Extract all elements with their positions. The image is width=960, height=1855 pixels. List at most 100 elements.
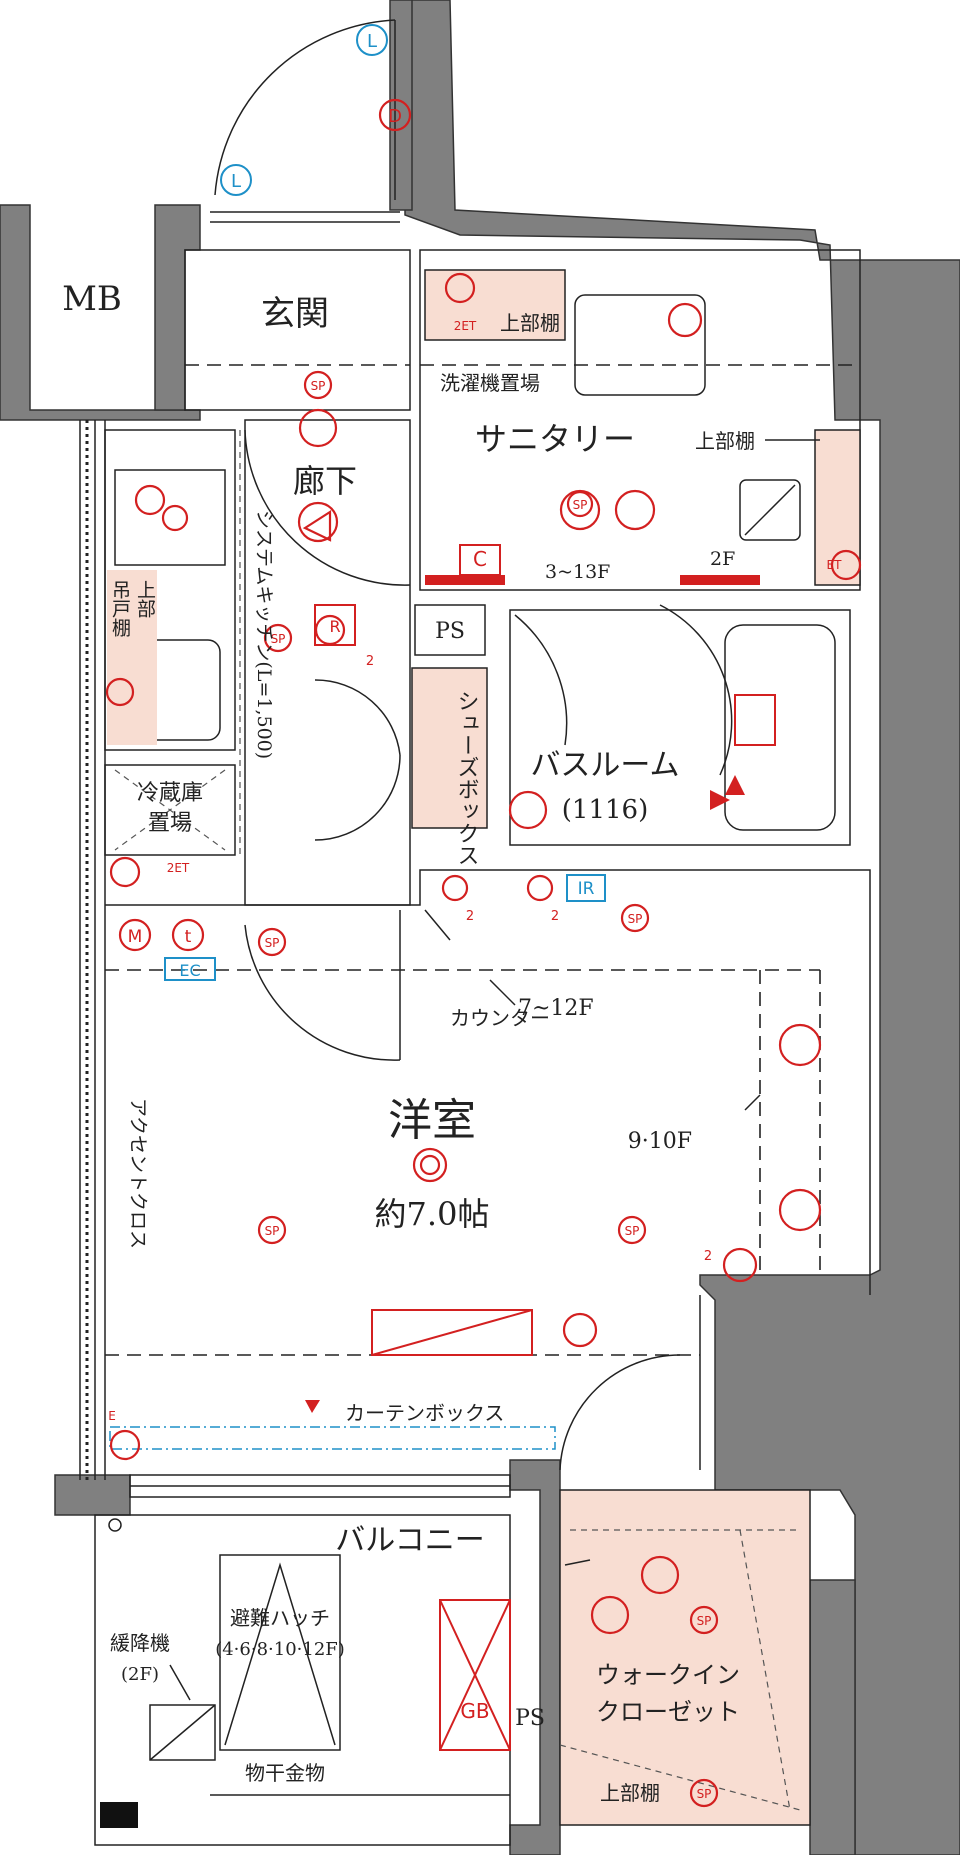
sanitary-room bbox=[419, 249, 861, 591]
sp-markers: SP SP SP SP SP SP SP SP SP bbox=[257, 370, 719, 1808]
wic-shelf-label: 上部棚 bbox=[600, 1781, 660, 1805]
two-label: 2 bbox=[704, 1249, 712, 1264]
accent-cloth-label: アクセントクロス bbox=[127, 1098, 149, 1249]
outlet-icon bbox=[526, 874, 554, 902]
sp-label: SP bbox=[697, 1787, 712, 1801]
telephone-t-icon bbox=[171, 918, 205, 952]
range-hood-icon bbox=[314, 604, 356, 646]
shoe-box bbox=[411, 667, 488, 829]
corridor-label: 廊下 bbox=[293, 462, 357, 500]
closet-label: クローゼット bbox=[596, 1698, 740, 1726]
sp-marker bbox=[303, 370, 333, 400]
two-label: 2 bbox=[366, 654, 374, 669]
plan-lines bbox=[79, 19, 871, 1846]
sp-label: SP bbox=[271, 632, 286, 646]
sp-label: SP bbox=[628, 912, 643, 926]
upper-cabinet-label: 上部 bbox=[134, 580, 156, 618]
floor-2-label: 2F bbox=[710, 548, 735, 570]
outlet-icon bbox=[105, 677, 135, 707]
sp-label: SP bbox=[625, 1224, 640, 1238]
fridge-label: 冷蔵庫置場 bbox=[137, 781, 203, 836]
downlight-icon bbox=[778, 1188, 822, 1232]
light-icon bbox=[614, 489, 656, 531]
counter-label: カウンター bbox=[450, 1006, 550, 1030]
sp-label: SP bbox=[573, 498, 588, 512]
outlet-icon bbox=[562, 1312, 598, 1348]
drain-icon bbox=[108, 1518, 122, 1532]
curtain-marker-icon bbox=[305, 1400, 320, 1413]
room-labels: MB 玄関 廊下 サニタリー 洗濯機置場 上部棚 上部棚 PS バスルーム (1… bbox=[62, 279, 755, 1805]
sp-marker bbox=[689, 1605, 719, 1635]
et-label: ET bbox=[827, 558, 843, 572]
western-size-label: 約7.0帖 bbox=[375, 1195, 490, 1233]
light-icon bbox=[508, 790, 548, 830]
drying-hardware-label: 物干金物 bbox=[245, 1761, 325, 1785]
ceiling-light-icon bbox=[412, 1147, 448, 1183]
floors-9-10-label: 9·10F bbox=[628, 1129, 692, 1154]
outlet-icon bbox=[830, 549, 862, 581]
curtain-box-label: カーテンボックス bbox=[345, 1401, 504, 1425]
sp-marker bbox=[257, 1215, 287, 1245]
walk-in-label: ウォークイン bbox=[596, 1661, 740, 1689]
wic-ps-label: PS bbox=[515, 1706, 545, 1731]
symbol-letters: L L D M t IR EC R C GB 2 2 2 2 2ET 2ET E… bbox=[108, 31, 842, 1723]
sp-label: SP bbox=[697, 1614, 712, 1628]
evac-hatch-label: 避難ハッチ bbox=[230, 1606, 330, 1630]
l-label: L bbox=[367, 31, 377, 52]
floors-3-13-label: 3~13F bbox=[545, 561, 610, 583]
walk-in-closet bbox=[559, 1489, 811, 1826]
gb-label: GB bbox=[460, 1699, 489, 1723]
r-label: R bbox=[329, 617, 340, 636]
descender-label: 緩降機 bbox=[110, 1631, 170, 1655]
two-label: 2 bbox=[466, 909, 474, 924]
floors-7-12-label: 7~12F bbox=[518, 996, 594, 1021]
sp-marker bbox=[566, 490, 594, 518]
ps-label: PS bbox=[435, 619, 465, 644]
sanitary-label: サニタリー bbox=[475, 420, 635, 458]
doorbell-d-icon bbox=[378, 98, 412, 132]
washer-label: 洗濯機置場 bbox=[440, 371, 540, 395]
electrical-symbols bbox=[105, 24, 862, 1635]
upper-shelf-toilet-label: 上部棚 bbox=[695, 429, 755, 453]
c-label: C bbox=[473, 547, 487, 571]
light-icon bbox=[298, 408, 338, 448]
bathroom-size-label: (1116) bbox=[562, 795, 648, 825]
outlet-icon bbox=[441, 874, 469, 902]
balcony-block bbox=[100, 1802, 138, 1828]
meter-m-icon bbox=[118, 918, 152, 952]
outlet-icon bbox=[109, 1429, 141, 1461]
ps-box bbox=[414, 604, 486, 656]
bathroom-room bbox=[509, 609, 851, 846]
et2-label: 2ET bbox=[454, 319, 477, 333]
light-l-icon bbox=[356, 24, 388, 56]
t-label: t bbox=[185, 927, 192, 947]
et2-label: 2ET bbox=[167, 861, 190, 875]
descender-floor-label: (2F) bbox=[121, 1664, 159, 1685]
sp-label: SP bbox=[265, 936, 280, 950]
sp-label: SP bbox=[265, 1224, 280, 1238]
bathroom-label: バスルーム bbox=[530, 748, 679, 783]
ir-label: IR bbox=[578, 879, 595, 899]
wall-mb-right bbox=[154, 204, 201, 411]
western-room-label: 洋室 bbox=[388, 1095, 476, 1146]
sp-marker bbox=[617, 1215, 647, 1245]
fan-icon bbox=[134, 484, 166, 516]
shoe-box-label: シューズボックス bbox=[454, 690, 479, 866]
light-l-icon bbox=[220, 164, 252, 196]
ec-icon bbox=[164, 957, 216, 981]
mb-label: MB bbox=[62, 279, 122, 319]
wall-wic-right bbox=[809, 1579, 856, 1855]
two-label: 2 bbox=[551, 909, 559, 924]
sp-marker bbox=[620, 903, 650, 933]
outlet-icon bbox=[667, 302, 703, 338]
smoke-detector-icon bbox=[297, 501, 339, 543]
balcony-label: バルコニー bbox=[335, 1523, 484, 1558]
entrance-label: 玄関 bbox=[261, 294, 329, 334]
m-label: M bbox=[128, 927, 143, 947]
downlight-icon bbox=[778, 1023, 822, 1067]
outlet-icon bbox=[109, 856, 141, 888]
evac-floors-label: (4·6·8·10·12F) bbox=[215, 1639, 345, 1660]
sp-marker bbox=[689, 1778, 719, 1808]
hanging-cabinet-label: 吊戸棚 bbox=[109, 580, 131, 638]
